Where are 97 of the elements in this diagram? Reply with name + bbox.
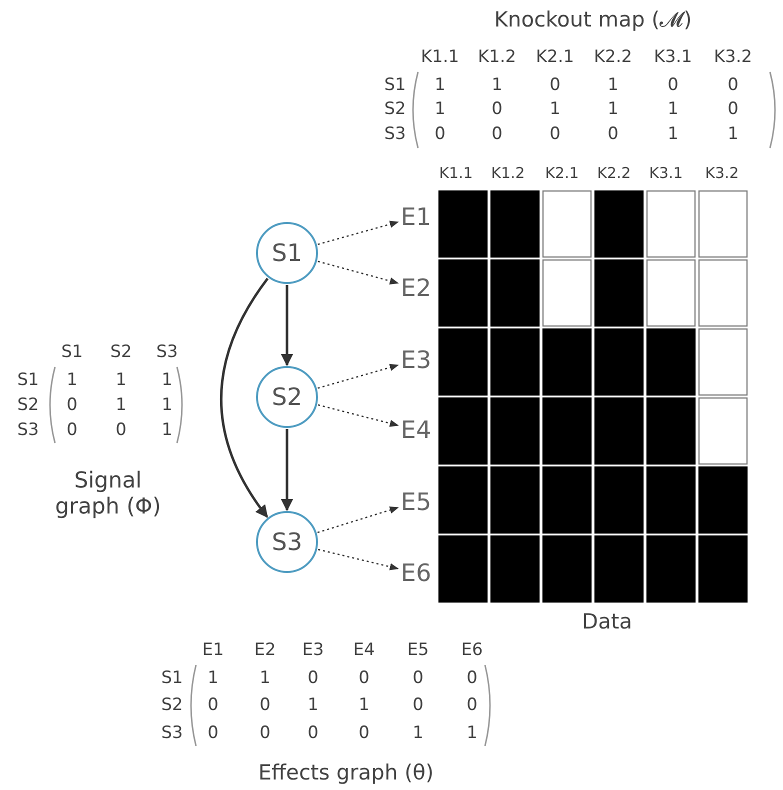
matrix-value: 1 (434, 74, 446, 96)
row-header: S3 (384, 124, 406, 144)
matrix-title: Signal graph (Φ) (54, 468, 162, 522)
matrix-value: 1 (434, 98, 446, 120)
matrix-value: 0 (668, 74, 678, 96)
arrow (318, 404, 399, 427)
column-header: E2 (254, 640, 276, 660)
column-header: E5 (407, 640, 429, 660)
effect-label: E2 (398, 273, 434, 303)
matrix-value: 0 (728, 74, 738, 96)
effect-label: E1 (398, 202, 434, 232)
matrix-value: 1 (208, 668, 218, 688)
column-header: K1.2 (478, 46, 516, 68)
signal-node: S2 (256, 366, 318, 428)
matrix-value: 0 (116, 420, 126, 440)
arrow (318, 260, 399, 284)
row-header: S1 (161, 668, 183, 688)
matrix-value: 1 (116, 394, 126, 416)
grid-title: Data (582, 609, 632, 635)
matrix-value: 1 (668, 98, 678, 120)
row-header: S2 (17, 394, 39, 416)
row-header: S1 (17, 370, 39, 390)
row-header: S3 (161, 722, 183, 744)
matrix-value: 1 (466, 722, 478, 744)
matrix-value: 0 (66, 394, 78, 416)
matrix-value: 1 (162, 420, 172, 440)
matrix-value: 0 (412, 694, 424, 716)
matrix-value: 0 (308, 722, 318, 744)
matrix-value: 0 (358, 668, 370, 688)
matrix-value: 0 (358, 722, 370, 744)
column-header: K2.2 (597, 164, 631, 182)
matrix-value: 0 (466, 668, 478, 688)
matrix-value: 1 (162, 394, 172, 416)
matrix-value: 1 (66, 370, 78, 390)
matrix-value: 0 (728, 98, 738, 120)
column-header: K3.1 (654, 46, 692, 68)
arrow (318, 548, 399, 570)
matrix-title: Effects graph (θ) (258, 760, 434, 786)
matrix-value: 1 (550, 98, 560, 120)
column-header: K1.2 (491, 164, 525, 182)
matrix-value: 1 (260, 668, 270, 688)
matrix-value: 0 (492, 98, 502, 120)
arrow (318, 364, 399, 389)
arrow (280, 285, 294, 366)
column-header: K2.1 (536, 46, 574, 68)
column-header: S2 (110, 342, 132, 362)
arrow (220, 278, 269, 518)
column-header: K2.2 (594, 46, 632, 68)
column-header: K1.1 (420, 46, 460, 68)
matrix-value: 0 (412, 668, 424, 688)
matrix-value: 0 (260, 694, 270, 716)
matrix-value: 1 (116, 370, 126, 390)
column-header: K1.1 (439, 164, 473, 182)
matrix-value: 0 (208, 694, 218, 716)
row-header: S3 (17, 420, 39, 440)
matrix-value: 1 (608, 98, 618, 120)
matrix-value: 0 (608, 124, 618, 144)
column-header: K2.1 (545, 164, 579, 182)
row-header: S1 (384, 74, 406, 96)
column-header: K3.2 (714, 46, 752, 68)
effect-label: E6 (398, 558, 434, 588)
matrix-value: 0 (434, 124, 446, 144)
column-header: E4 (353, 640, 375, 660)
matrix-value: 1 (728, 124, 738, 144)
matrix-value: 1 (308, 694, 318, 716)
arrow (317, 506, 399, 534)
matrix-value: 1 (358, 694, 370, 716)
effect-label: E3 (398, 345, 434, 375)
matrix-title: Knockout map (𝓜) (494, 7, 692, 33)
matrix-value: 0 (466, 694, 478, 716)
matrix-value: 1 (412, 722, 424, 744)
matrix-value: 1 (668, 124, 678, 144)
arrow (318, 220, 399, 246)
arrow (280, 429, 294, 512)
effect-label: E5 (398, 487, 434, 517)
matrix-value: 1 (492, 74, 502, 96)
column-header: K3.1 (649, 164, 683, 182)
matrix-value: 0 (260, 722, 270, 744)
matrix-value: 1 (608, 74, 618, 96)
signal-node: S3 (256, 511, 318, 573)
effect-label: E4 (398, 415, 434, 445)
column-header: E3 (302, 640, 324, 660)
matrix-value: 0 (308, 668, 318, 688)
signal-node: S1 (256, 222, 318, 284)
column-header: K3.2 (705, 164, 739, 182)
row-header: S2 (161, 694, 183, 716)
column-header: S1 (61, 342, 83, 362)
matrix-value: 0 (492, 124, 502, 144)
matrix-value: 0 (208, 722, 218, 744)
row-header: S2 (384, 98, 406, 120)
matrix-value: 0 (550, 74, 560, 96)
matrix-value: 1 (162, 370, 172, 390)
column-header: S3 (156, 342, 178, 362)
column-header: E6 (461, 640, 483, 660)
column-header: E1 (202, 640, 224, 660)
matrix-value: 0 (66, 420, 78, 440)
matrix-value: 0 (550, 124, 560, 144)
